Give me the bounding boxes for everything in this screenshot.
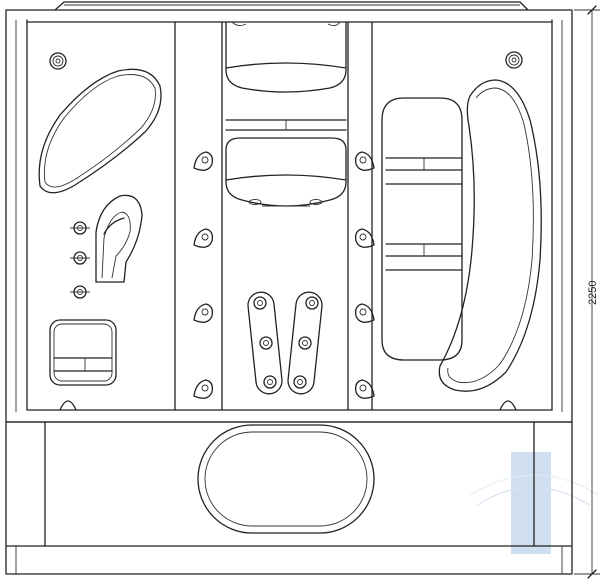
control-box bbox=[49, 319, 117, 386]
left-panel bbox=[38, 52, 162, 386]
massage-jet-icon bbox=[354, 303, 375, 323]
valve-knob-3[interactable] bbox=[70, 285, 90, 299]
height-dimension: 2250 bbox=[574, 5, 600, 579]
back-jet-strip-left bbox=[247, 291, 283, 395]
center-column bbox=[225, 21, 347, 395]
overhead-light bbox=[225, 21, 347, 93]
dimension-label: 2250 bbox=[587, 281, 599, 305]
valve-knob-1[interactable] bbox=[70, 221, 90, 235]
shelf-right-lower bbox=[385, 243, 463, 271]
body-jets-left bbox=[193, 151, 214, 399]
right-panel bbox=[381, 51, 542, 392]
speaker-icon-left bbox=[49, 52, 67, 70]
massage-jet-icon bbox=[193, 379, 214, 399]
valve-knob-2[interactable] bbox=[70, 251, 90, 265]
body-jets-right bbox=[354, 151, 375, 399]
bathtub-base bbox=[5, 400, 573, 575]
shelf-upper bbox=[225, 119, 347, 131]
panel-dividers bbox=[174, 21, 373, 411]
massage-jet-icon bbox=[193, 151, 214, 171]
massage-jet-icon bbox=[354, 151, 375, 171]
mirror-panel bbox=[381, 97, 463, 361]
cabin-outline bbox=[5, 1, 573, 423]
mixer-faucet bbox=[95, 194, 143, 283]
speaker-icon-right bbox=[505, 51, 523, 69]
massage-jet-icon bbox=[354, 379, 375, 399]
massage-jet-icon bbox=[193, 228, 214, 248]
seat-backrest bbox=[225, 137, 347, 207]
massage-jet-icon bbox=[354, 228, 375, 248]
massage-jet-icon bbox=[193, 303, 214, 323]
shelf-right-upper bbox=[385, 157, 463, 185]
back-jet-strip-right bbox=[287, 291, 323, 395]
headrest-pillow bbox=[38, 68, 162, 194]
handrail bbox=[438, 79, 542, 392]
